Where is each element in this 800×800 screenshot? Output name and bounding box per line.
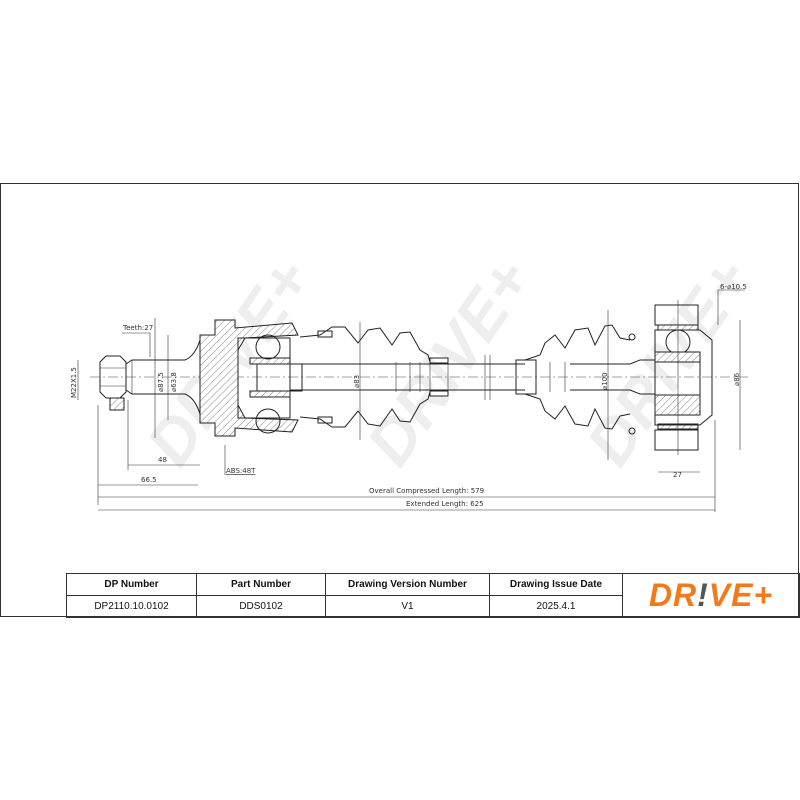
- header-issue-date: Drawing Issue Date: [489, 573, 623, 596]
- dia-87-5-label: ⌀87.5: [157, 372, 165, 392]
- shaft: [290, 355, 655, 400]
- title-block: DP Number Part Number Drawing Version Nu…: [66, 573, 800, 618]
- brand-logo: DR!VE+: [622, 573, 800, 618]
- len-66-5-label: 66.5: [141, 476, 157, 484]
- dimension-lines: [77, 289, 745, 512]
- thread-label: M22X1.5: [70, 367, 78, 398]
- teeth-label: Teeth:27: [122, 324, 153, 332]
- dia-86-label: ⌀86: [733, 372, 741, 386]
- logo-text-2: VE+: [708, 577, 774, 613]
- title-block-value-row: DP2110.10.0102 DDS0102 V1 2025.4.1: [66, 595, 800, 618]
- hex-nut: [99, 355, 127, 411]
- header-dp-number: DP Number: [66, 573, 197, 596]
- abs-label: ABS:48T: [226, 467, 256, 475]
- overall-length-label: Overall Compressed Length: 579: [369, 487, 484, 495]
- bolt-holes-label: 6-⌀10.5: [720, 283, 747, 291]
- extended-length-label: Extended Length: 625: [406, 500, 484, 508]
- splined-stub: [125, 339, 201, 415]
- value-dp-number: DP2110.10.0102: [66, 595, 197, 618]
- value-part-number: DDS0102: [196, 595, 326, 618]
- outer-cv-joint: [199, 319, 303, 437]
- value-issue-date: 2025.4.1: [489, 595, 623, 618]
- title-block-header-row: DP Number Part Number Drawing Version Nu…: [66, 573, 800, 618]
- header-part-number: Part Number: [196, 573, 326, 596]
- dia-100-label: ⌀100: [601, 372, 609, 390]
- header-drawing-version: Drawing Version Number: [325, 573, 490, 596]
- boot-right: [515, 324, 636, 435]
- dia-63-8-label: ⌀63.8: [170, 372, 178, 392]
- len-27-label: 27: [673, 471, 682, 479]
- dia-83-label: ⌀83: [353, 375, 361, 388]
- inner-cv-joint: [654, 300, 713, 455]
- logo-bang: !: [697, 577, 709, 613]
- value-drawing-version: V1: [325, 595, 490, 618]
- len-48-label: 48: [158, 456, 167, 464]
- logo-text: DR: [648, 577, 698, 613]
- boot-left: [299, 326, 449, 428]
